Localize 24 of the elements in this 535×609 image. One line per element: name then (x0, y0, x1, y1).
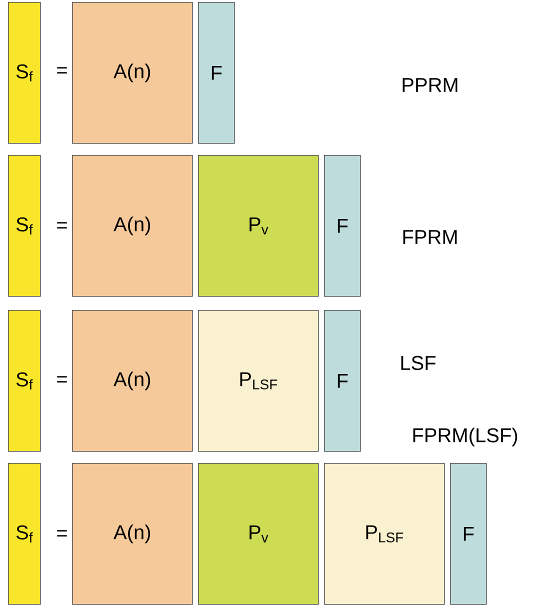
matrix-box: A(n) (72, 2, 193, 144)
matrix-box: A(n) (72, 463, 193, 605)
row-label: = (57, 376, 67, 383)
row-label: LSF (401, 356, 436, 370)
row-label: PPRM (402, 78, 458, 92)
matrix-box: S$_{f}$ (8, 310, 41, 452)
matrix-box: P$_{v}$ (198, 463, 319, 605)
matrix-box: F (198, 2, 235, 144)
row-label: FPRM (403, 230, 457, 244)
matrix-box: S$_{f}$ (8, 463, 41, 605)
matrix-box: F (324, 155, 361, 297)
matrix-box: F (324, 310, 361, 452)
matrix-box: A(n) (72, 155, 193, 297)
matrix-box: F (450, 463, 487, 605)
row-label: = (57, 67, 67, 74)
matrix-box: P$_{LSF}$ (198, 310, 319, 452)
matrix-box: S$_{f}$ (8, 155, 41, 297)
row-label: = (57, 530, 67, 537)
matrix-box: A(n) (72, 310, 193, 452)
row-label: = (57, 222, 67, 229)
matrix-box: P$_{LSF}$ (324, 463, 445, 605)
matrix-box: P$_{v}$ (198, 155, 319, 297)
matrix-box: S$_{f}$ (8, 2, 41, 144)
row-label: FPRM(LSF) (413, 428, 518, 446)
